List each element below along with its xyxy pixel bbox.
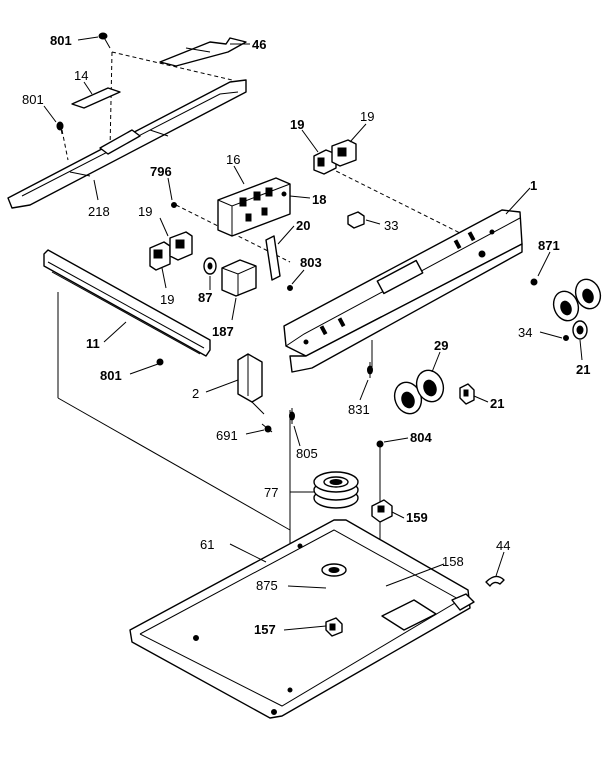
screw-691 <box>261 423 273 433</box>
screw-804 <box>376 440 384 448</box>
label-44: 44 <box>496 538 510 553</box>
part-16-clock-module <box>217 177 291 237</box>
label-18: 18 <box>312 192 326 207</box>
part-218-top-panel <box>7 79 247 209</box>
leader-lines <box>43 36 583 631</box>
part-61-base-pan <box>129 519 475 719</box>
part-19-switches-left <box>149 231 193 271</box>
label-187: 187 <box>212 324 234 339</box>
label-29: 29 <box>434 338 448 353</box>
part-87-knob <box>203 257 217 275</box>
screw-801-left <box>56 121 64 135</box>
label-34: 34 <box>518 325 532 340</box>
label-871: 871 <box>538 238 560 253</box>
part-29-knobs <box>393 369 445 415</box>
label-2: 2 <box>192 386 199 401</box>
label-691: 691 <box>216 428 238 443</box>
part-labels: 801 46 14 801 218 19 19 16 796 18 19 19 … <box>22 33 590 637</box>
part-1-control-panel <box>283 209 523 373</box>
part-19-switches-upper <box>313 139 357 175</box>
label-87: 87 <box>198 290 212 305</box>
label-158: 158 <box>442 554 464 569</box>
part-20-bracket <box>265 235 281 281</box>
label-21-center: 21 <box>490 396 504 411</box>
label-19-a: 19 <box>290 117 304 132</box>
label-831: 831 <box>348 402 370 417</box>
label-805: 805 <box>296 446 318 461</box>
screw-801-lower <box>156 358 164 366</box>
label-33: 33 <box>384 218 398 233</box>
screw-805 <box>289 408 295 424</box>
label-61: 61 <box>200 537 214 552</box>
label-11: 11 <box>86 336 100 351</box>
screw-801-top <box>98 32 111 49</box>
part-2-side-bracket <box>237 353 265 415</box>
knobs-right <box>552 278 602 340</box>
part-44-clip <box>485 575 505 587</box>
part-159-bracket <box>371 499 393 523</box>
part-14-pad <box>71 87 121 109</box>
screw-34 <box>563 335 569 341</box>
label-801-left: 801 <box>22 92 44 107</box>
part-46-bracket <box>159 37 247 67</box>
label-21-right: 21 <box>576 362 590 377</box>
label-803: 803 <box>300 255 322 270</box>
part-11-rail <box>43 249 211 357</box>
label-804: 804 <box>410 430 432 445</box>
label-19-b: 19 <box>360 109 374 124</box>
label-159: 159 <box>406 510 428 525</box>
label-77: 77 <box>264 485 278 500</box>
screw-803 <box>287 285 293 291</box>
label-19-d: 19 <box>160 292 174 307</box>
part-187-box <box>221 259 257 297</box>
label-14: 14 <box>74 68 88 83</box>
label-1: 1 <box>530 178 537 193</box>
label-218: 218 <box>88 204 110 219</box>
screws <box>56 32 569 591</box>
screw-796 <box>171 202 177 208</box>
label-46: 46 <box>252 37 266 52</box>
screw-831 <box>367 362 373 378</box>
part-21-knob <box>459 383 475 405</box>
label-875: 875 <box>256 578 278 593</box>
label-16: 16 <box>226 152 240 167</box>
label-801-top: 801 <box>50 33 72 48</box>
label-157: 157 <box>254 622 276 637</box>
label-801-lower: 801 <box>100 368 122 383</box>
label-796: 796 <box>150 164 172 179</box>
label-19-c: 19 <box>138 204 152 219</box>
part-77-coil <box>313 471 359 509</box>
part-33-clip <box>347 211 365 229</box>
screw-871 <box>530 278 538 286</box>
label-20: 20 <box>296 218 310 233</box>
